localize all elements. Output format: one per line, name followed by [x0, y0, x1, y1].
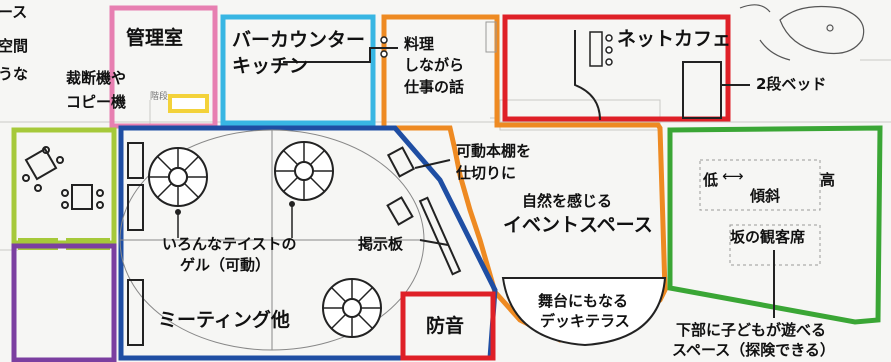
kids-space-label-2: スペース（探険できる） — [672, 341, 835, 359]
left-edge-text-2: 空間 — [0, 37, 29, 55]
bunk-bed-label: 2段ベッド — [756, 75, 827, 93]
copier-box — [168, 94, 209, 113]
meeting-hall-zone — [118, 125, 498, 361]
seat-circle — [605, 58, 613, 66]
movable-shelves — [386, 146, 462, 276]
sink-outline — [485, 21, 497, 53]
kids-space-label-1: 下部に子どもが遊べる — [676, 321, 827, 339]
bunk-bed-shape — [682, 61, 722, 119]
cooking-label-3: 仕事の話 — [404, 78, 465, 96]
purple-room-zone — [11, 243, 117, 362]
wall-benches — [127, 142, 144, 346]
cooking-label-2: しながら — [404, 56, 465, 74]
slope-high-label: 高 — [820, 171, 836, 189]
yurt-3 — [322, 278, 382, 338]
lounge-zone — [11, 127, 117, 246]
left-edge-text-1: ース — [0, 3, 28, 21]
deck-terrace-shape — [501, 277, 667, 347]
slope-seats-label: 坂の観客席 — [730, 228, 806, 246]
cutter-label: 裁断機や — [66, 69, 127, 87]
sketch-doodle — [739, 4, 865, 61]
meeting-label: ミーティング他 — [158, 309, 290, 331]
net-cafe-zone — [502, 14, 731, 122]
seat-circle — [605, 46, 613, 54]
bulletin-board-label: 掲示板 — [358, 235, 404, 253]
kitchen-label: キッチン — [232, 55, 309, 77]
deck-label-1: 舞台にもなる — [538, 292, 629, 310]
slope-low-label: 低 — [703, 171, 719, 189]
net-cafe-desk — [589, 31, 603, 67]
slope-seats-zone — [667, 125, 883, 325]
seat-circle — [605, 34, 613, 42]
gel-label-2: ゲル（可動） — [180, 256, 271, 274]
small-note: 階段 — [150, 92, 169, 102]
slope-arrow-icon: ⟷ — [722, 167, 744, 185]
gel-label-1: いろんなテイストの — [162, 235, 297, 253]
bar-counter-zone — [220, 14, 376, 126]
movable-shelf-label-1: 可動本棚を — [456, 142, 532, 160]
slope-dashed-area — [699, 159, 821, 211]
kitchen-dot — [380, 50, 388, 58]
deck-label-2: デッキテラス — [540, 312, 630, 330]
soundproof-label: 防音 — [426, 315, 465, 337]
left-edge-text-3: うな — [0, 65, 29, 83]
shelf-pointer — [414, 159, 451, 169]
admin-room-label: 管理室 — [126, 27, 184, 49]
board-pointer — [419, 239, 449, 246]
net-cafe-label: ネットカフェ — [617, 28, 732, 50]
kitchen-dot — [380, 36, 388, 44]
cooking-pointer — [283, 47, 398, 63]
soundproof-zone — [400, 291, 496, 361]
yurt-1 — [148, 147, 208, 207]
net-cafe-door-arc — [574, 30, 601, 121]
yurt-group — [148, 141, 382, 338]
movable-shelf-label-2: 仕切りに — [456, 164, 517, 182]
yurt-2 — [274, 141, 334, 201]
slope-word-label: 傾斜 — [750, 187, 781, 205]
bar-counter-label: バーカウンター — [232, 29, 366, 51]
cooking-label-1: 料理 — [404, 35, 435, 53]
event-space-label-2: イベントスペース — [503, 214, 653, 236]
lounge-furniture — [22, 146, 104, 210]
event-space-label-1: 自然を感じる — [522, 192, 613, 210]
copier-label: コピー機 — [66, 93, 127, 111]
